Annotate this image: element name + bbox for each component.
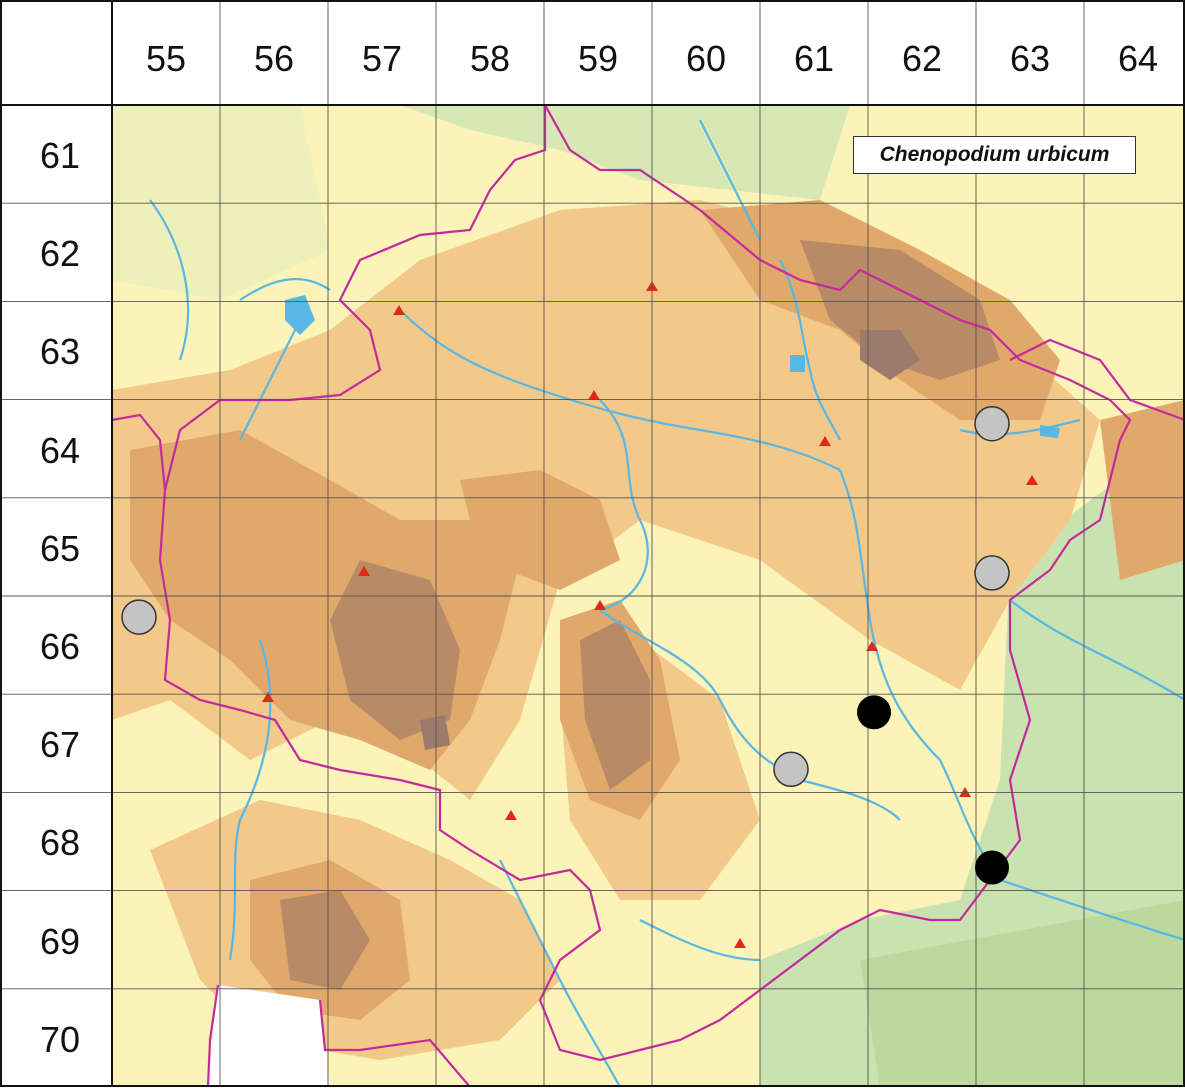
row-label: 64 [39, 429, 81, 471]
row-label: 62 [39, 233, 81, 275]
town-marker [505, 810, 517, 820]
column-label: 64 [1117, 38, 1159, 79]
column-label: 57 [361, 38, 403, 79]
town-markers [262, 281, 1038, 948]
town-marker [819, 436, 831, 446]
column-label: 62 [901, 38, 943, 79]
town-marker [594, 600, 606, 610]
record-dot-old [974, 405, 1010, 442]
record-dot-old [773, 751, 809, 788]
column-label: 61 [793, 38, 835, 79]
row-label: 66 [39, 626, 81, 667]
town-marker [734, 938, 746, 948]
column-label: 59 [577, 38, 619, 79]
relief-layer [112, 105, 1185, 1087]
row-label: 70 [39, 1018, 81, 1060]
town-marker [866, 641, 878, 651]
row-label: 61 [39, 135, 81, 176]
row-label: 67 [39, 724, 81, 766]
row-label: 65 [39, 527, 81, 569]
record-dot-old [974, 555, 1010, 591]
column-label: 56 [253, 38, 295, 79]
record-dot-present [975, 850, 1009, 885]
record-dot-old [121, 599, 157, 635]
column-label: 60 [685, 38, 727, 79]
species-name: Chenopodium urbicum [879, 143, 1110, 166]
column-label: 63 [1009, 38, 1051, 79]
town-marker [262, 692, 274, 702]
river-network [149, 119, 1185, 1087]
record-dot-present [857, 695, 891, 730]
row-label: 69 [39, 920, 81, 962]
town-marker [393, 305, 405, 315]
column-label: 58 [469, 38, 511, 79]
row-label: 63 [39, 331, 81, 373]
column-label: 55 [145, 38, 187, 79]
town-marker [358, 566, 370, 576]
species-label-box: Chenopodium urbicum [853, 136, 1136, 174]
row-label: 68 [39, 822, 81, 864]
record-dots [121, 405, 1010, 885]
town-marker [588, 390, 600, 400]
town-marker [1026, 475, 1038, 485]
